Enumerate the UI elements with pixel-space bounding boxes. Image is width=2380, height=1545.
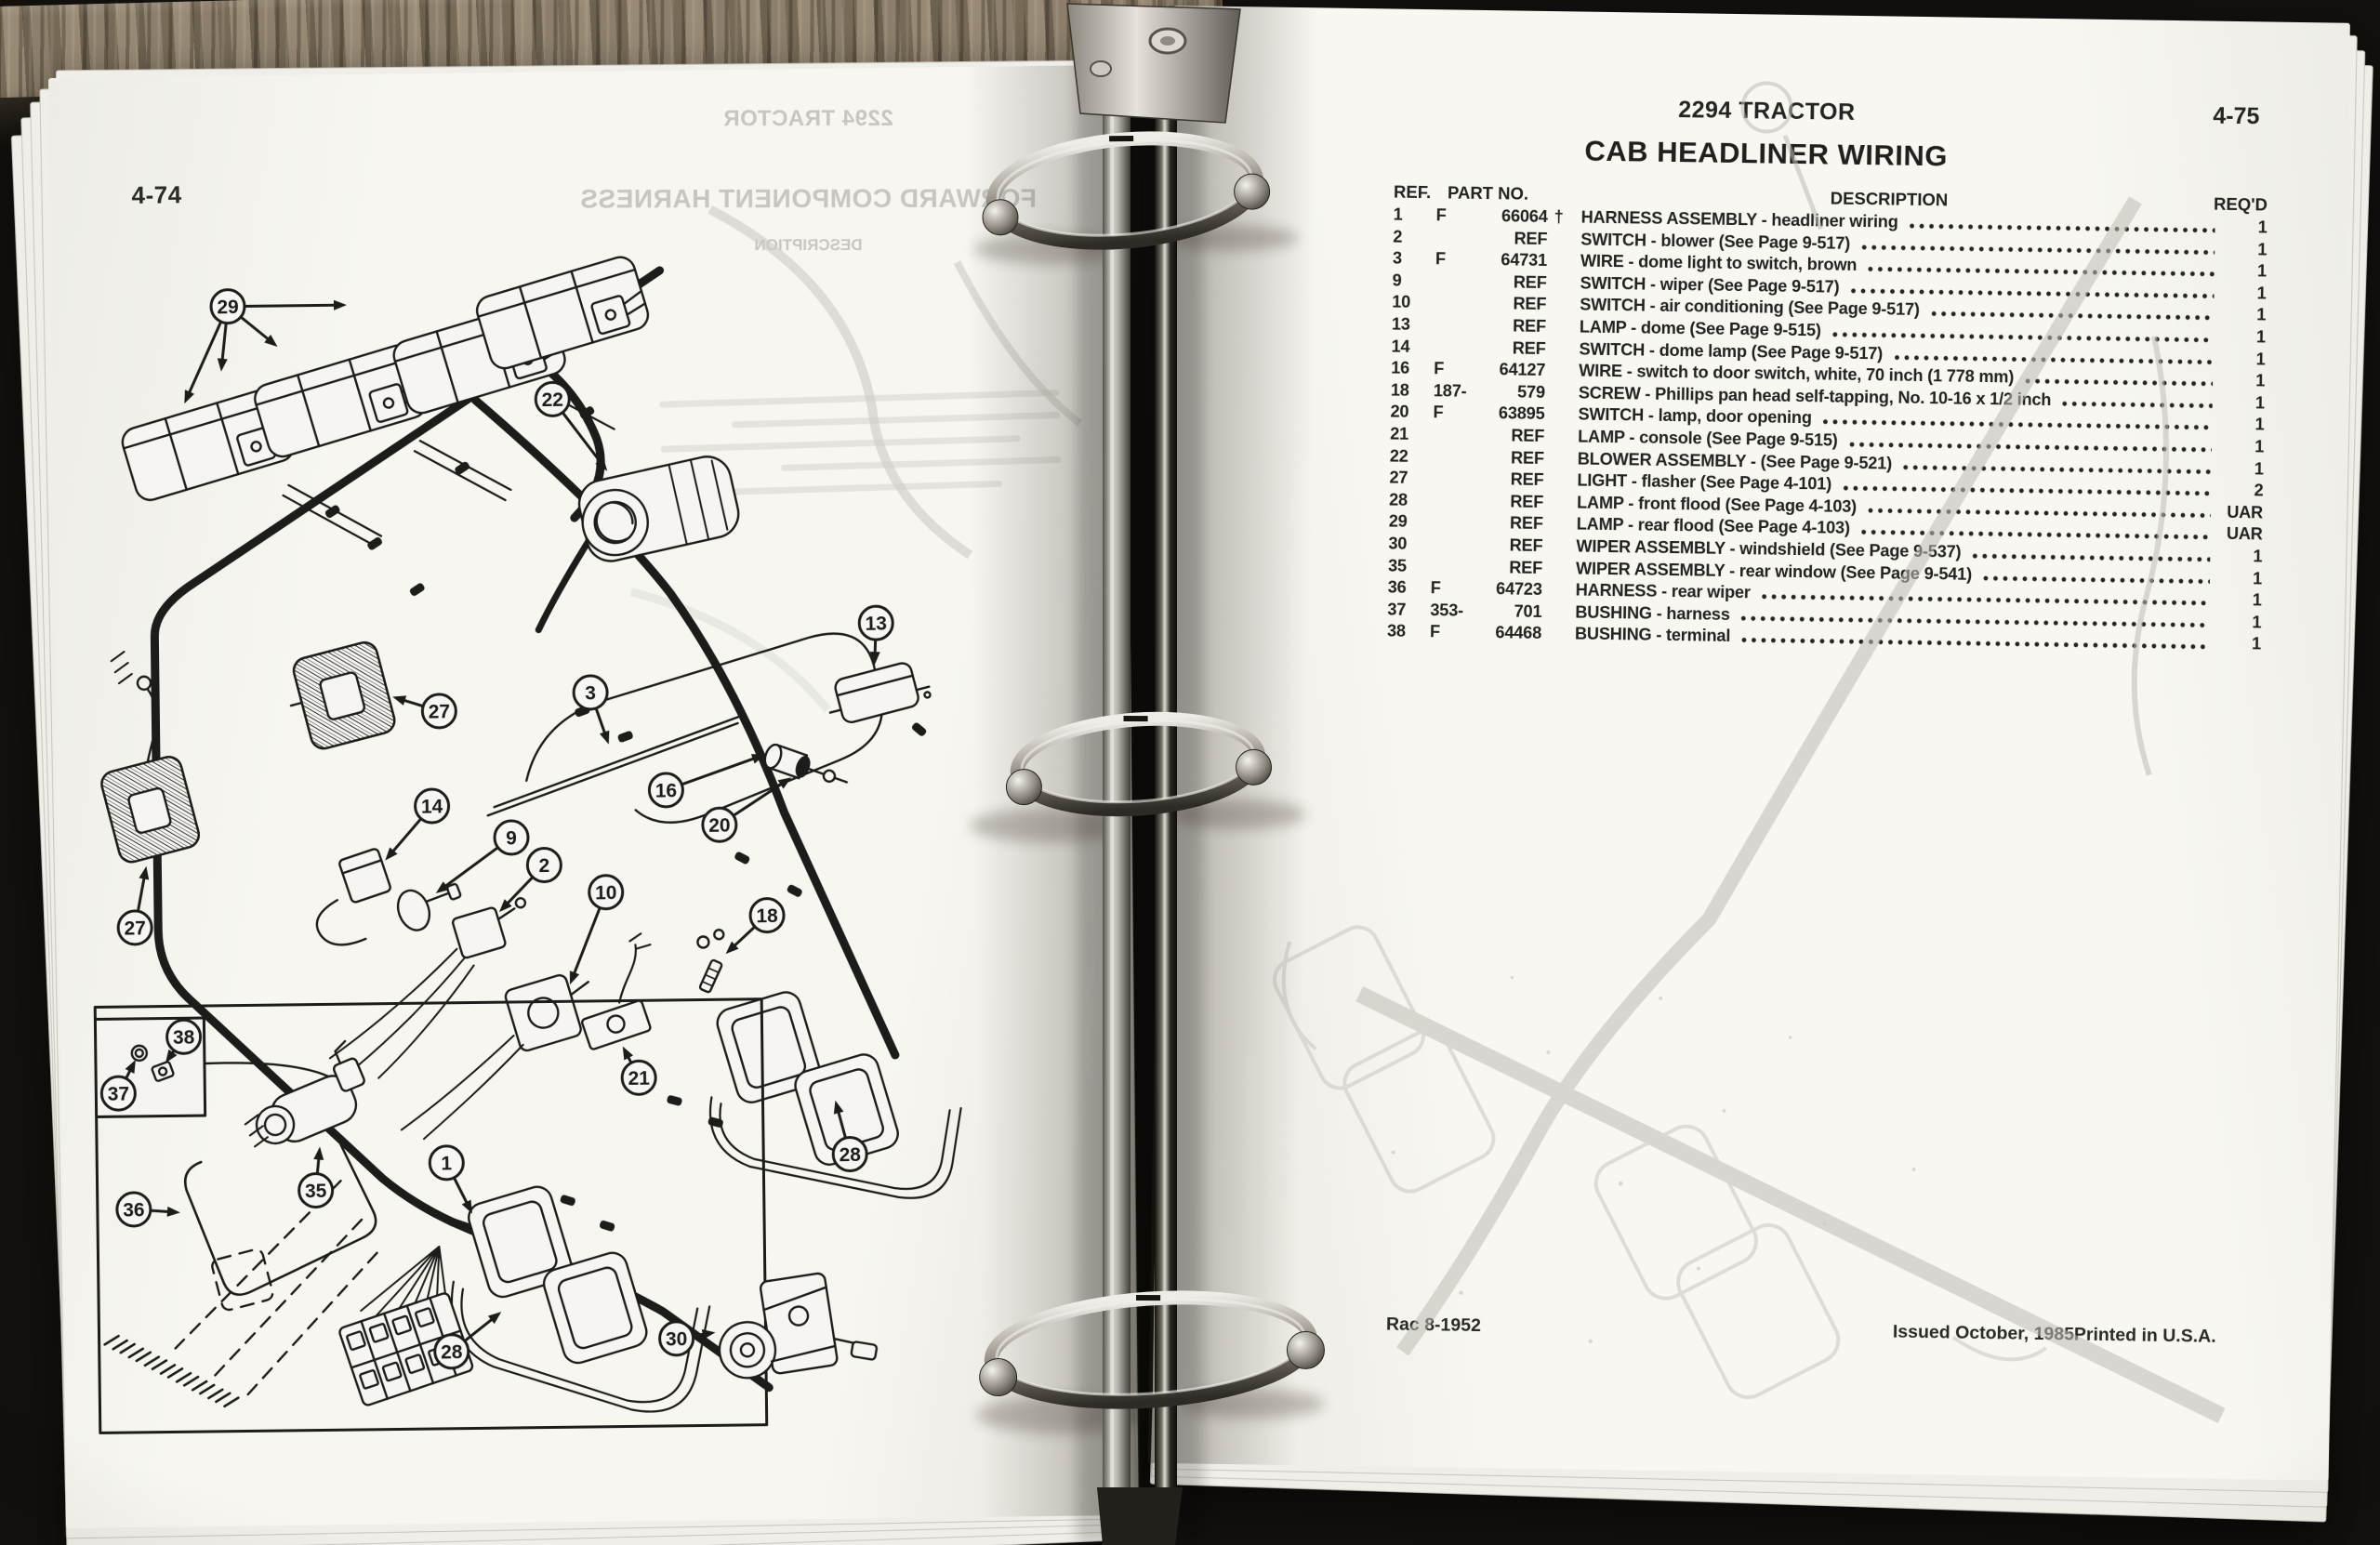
svg-text:30: 30 — [666, 1328, 688, 1350]
right-page: 2294 TRACTOR 4-75 CAB HEADLINER WIRING R… — [1147, 5, 2373, 1523]
wiper-switch — [396, 882, 462, 931]
svg-text:3: 3 — [585, 682, 596, 704]
callout-21: 21 — [620, 1046, 657, 1096]
flasher-lights — [100, 641, 396, 864]
callout-27: 27 — [116, 865, 153, 946]
callout-1: 1 — [428, 1144, 472, 1214]
rear-flood-lamps — [121, 256, 650, 501]
callout-37: 37 — [99, 1059, 137, 1112]
callout-14: 14 — [385, 787, 451, 861]
rear-wiper-motor — [255, 1039, 365, 1145]
svg-text:18: 18 — [756, 905, 778, 927]
svg-text:10: 10 — [595, 882, 617, 904]
callout-3: 3 — [572, 674, 610, 745]
left-page: 2294 TRACTOR FORWARD COMPONENT HARNESS D… — [10, 59, 1141, 1545]
callout-18: 18 — [725, 897, 786, 955]
front-flood-lamps-bottom — [450, 1185, 711, 1413]
callout-9: 9 — [435, 819, 530, 893]
left-page-showthrough-art — [629, 205, 1083, 713]
ac-switch — [504, 973, 589, 1052]
blower-switch — [451, 897, 527, 959]
callout-20: 20 — [701, 777, 792, 843]
diagram-inset-box — [93, 997, 769, 1434]
svg-text:9: 9 — [506, 827, 517, 849]
dome-lamp-switch — [338, 848, 391, 904]
front-flood-lamps-right — [708, 991, 962, 1199]
callout-13: 13 — [857, 604, 894, 666]
callout-35: 35 — [298, 1146, 335, 1209]
bushings — [130, 1044, 175, 1082]
svg-text:20: 20 — [708, 815, 731, 837]
right-page-showthrough-art — [1273, 81, 2226, 1423]
wiring-diagram: 29 22 13 3 27 16 14 20 92 10 18 27 38 37 21 1 28 35 36 30 28 — [93, 256, 962, 1434]
callout-16: 16 — [647, 754, 765, 809]
svg-text:22: 22 — [541, 390, 563, 411]
callout-10: 10 — [569, 874, 625, 985]
wire-socket — [763, 743, 849, 784]
svg-text:27: 27 — [124, 918, 146, 939]
svg-text:37: 37 — [108, 1084, 130, 1105]
svg-text:1: 1 — [441, 1153, 452, 1174]
svg-text:29: 29 — [217, 297, 239, 318]
svg-text:28: 28 — [839, 1144, 861, 1166]
rear-window-panel — [183, 1142, 377, 1296]
dome-lamp — [828, 662, 932, 724]
svg-text:28: 28 — [441, 1341, 463, 1363]
screw — [696, 929, 725, 994]
svg-text:36: 36 — [123, 1199, 145, 1221]
callout-28: 28 — [831, 1100, 868, 1173]
console-lamp — [581, 932, 652, 1050]
svg-text:2: 2 — [538, 855, 549, 877]
callout-38: 38 — [165, 1018, 203, 1063]
callout-30: 30 — [658, 1320, 716, 1357]
callout-22: 22 — [534, 380, 608, 471]
callout-36: 36 — [115, 1191, 180, 1228]
callout-2: 2 — [498, 847, 562, 913]
svg-text:21: 21 — [628, 1068, 650, 1089]
harness-connector — [338, 1245, 474, 1406]
callout-28: 28 — [433, 1312, 502, 1370]
svg-text:14: 14 — [421, 796, 443, 817]
windshield-wiper-motor — [718, 1272, 879, 1380]
svg-text:13: 13 — [865, 614, 887, 635]
blower-assembly — [577, 456, 740, 562]
svg-text:35: 35 — [305, 1181, 327, 1202]
svg-text:16: 16 — [655, 780, 678, 801]
callout-29: 29 — [184, 288, 348, 404]
projection-lines — [174, 1180, 378, 1397]
callout-27: 27 — [392, 693, 457, 730]
svg-text:27: 27 — [429, 701, 451, 722]
svg-text:38: 38 — [173, 1027, 195, 1049]
